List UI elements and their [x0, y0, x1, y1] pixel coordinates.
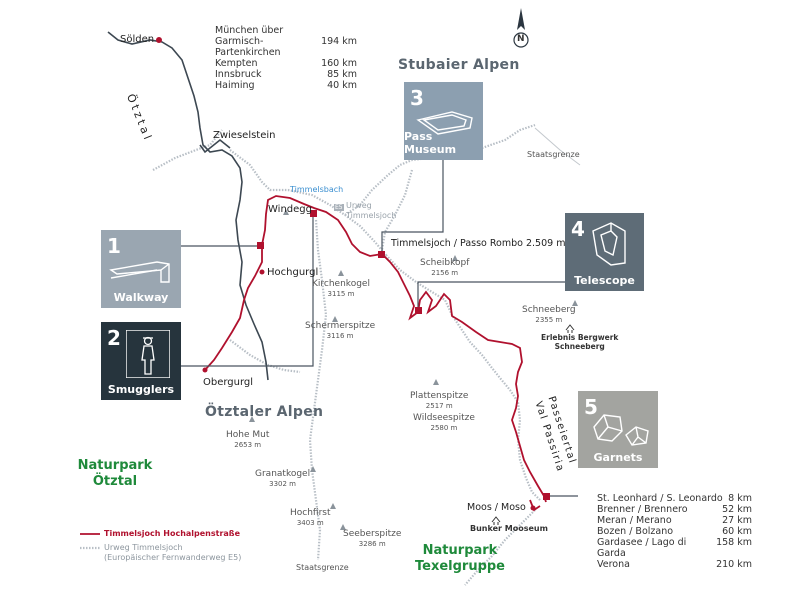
walkway-icon	[109, 261, 170, 283]
station-5-garnets[interactable]: 5 Garnets	[578, 391, 658, 468]
distance-km: 60 km	[722, 526, 752, 537]
place-moos: Moos / Moso	[467, 502, 526, 513]
distance-km: 85 km	[327, 69, 357, 80]
legend-road-label: Timmelsjoch Hochalpenstraße	[104, 529, 240, 538]
distance-destination: Garmisch-Partenkirchen	[215, 36, 281, 58]
distance-row: München über	[215, 25, 357, 36]
distance-row: Innsbruck 85 km	[215, 69, 357, 80]
region-oetztaler-alpen: Ötztaler Alpen	[205, 404, 324, 420]
distance-km: 160 km	[321, 58, 357, 69]
telescope-icon	[592, 222, 626, 266]
distance-km: 8 km	[728, 493, 752, 504]
place-zwieselstein: Zwieselstein	[213, 130, 276, 141]
place-windegg: Windegg	[268, 204, 312, 215]
town-dots	[156, 37, 536, 511]
station-connectors	[181, 160, 578, 497]
distance-row: Brenner / Brennero 52 km	[597, 504, 752, 515]
garnets-icon	[593, 414, 649, 446]
park-texelgruppe: Naturpark Texelgruppe	[414, 543, 506, 574]
urweg-trail	[152, 123, 541, 586]
north-label: N	[517, 34, 525, 44]
state-border	[534, 127, 581, 166]
distance-destination: Haiming	[215, 80, 255, 91]
distance-destination: Gardasee / Lago di Garda	[597, 537, 687, 559]
place-soelden: Sölden	[120, 34, 155, 45]
region-stubaier-alpen: Stubaier Alpen	[398, 57, 520, 73]
urweg-label: Urweg Timmelsjoch	[346, 201, 397, 220]
peak-markers	[249, 209, 578, 530]
urweg-badge: E5	[334, 204, 344, 211]
station-1-walkway[interactable]: 1 Walkway	[101, 230, 181, 308]
distance-km: 158 km	[716, 537, 752, 548]
distance-destination: Brenner / Brennero	[597, 504, 688, 515]
distance-destination: St. Leonhard / S. Leonardo	[597, 493, 723, 504]
pass-museum-icon	[416, 111, 473, 135]
border-label-north: Staatsgrenze	[527, 150, 580, 159]
distance-destination: Innsbruck	[215, 69, 262, 80]
north-arrow-icon	[513, 8, 529, 48]
distance-km: 40 km	[327, 80, 357, 91]
place-obergurgl: Obergurgl	[203, 377, 254, 388]
station-4-telescope[interactable]: 4 Telescope	[565, 213, 644, 291]
bunker-icon	[491, 516, 501, 525]
distance-km: 194 km	[321, 36, 357, 47]
distance-destination: Bozen / Bolzano	[597, 526, 674, 537]
distance-destination: Meran / Merano	[597, 515, 672, 526]
station-2-smugglers[interactable]: 2 Smugglers	[101, 322, 181, 400]
smuggler-icon	[126, 330, 170, 378]
border-label-south: Staatsgrenze	[296, 563, 349, 572]
station-3-pass-museum[interactable]: 3 Pass Museum	[404, 82, 483, 160]
distance-destination: Verona	[597, 559, 630, 570]
distance-row: Verona 210 km	[597, 559, 752, 570]
distance-row: Meran / Merano 27 km	[597, 515, 752, 526]
place-timmelsjoch: Timmelsjoch / Passo Rombo 2.509 m	[391, 238, 566, 249]
place-hochgurgl: Hochgurgl	[267, 267, 319, 278]
legend-trail-label: Urweg Timmelsjoch (Europäischer Fernwand…	[104, 543, 242, 562]
distance-km: 210 km	[716, 559, 752, 570]
river-timmelsbach-label: Timmelsbach	[290, 185, 344, 194]
distance-row: Bozen / Bolzano 60 km	[597, 526, 752, 537]
park-oetztal: Naturpark Ötztal	[77, 458, 153, 489]
bunker-mooseum-label: Bunker Mooseum	[470, 524, 548, 533]
distance-row: Gardasee / Lago di Garda 158 km	[597, 537, 752, 559]
distance-km: 52 km	[722, 504, 752, 515]
distance-destination: München über	[215, 25, 284, 36]
distance-destination: Kempten	[215, 58, 258, 69]
mine-icon	[565, 324, 575, 333]
erlebnis-bergwerk-label: Erlebnis Bergwerk Schneeberg	[541, 333, 619, 351]
distance-row: Kempten 160 km	[215, 58, 357, 69]
distance-km: 27 km	[722, 515, 752, 526]
station-markers	[257, 210, 550, 500]
distance-row: Haiming 40 km	[215, 80, 357, 91]
distance-row: St. Leonhard / S. Leonardo 8 km	[597, 493, 752, 504]
distance-row: Garmisch-Partenkirchen 194 km	[215, 36, 357, 58]
